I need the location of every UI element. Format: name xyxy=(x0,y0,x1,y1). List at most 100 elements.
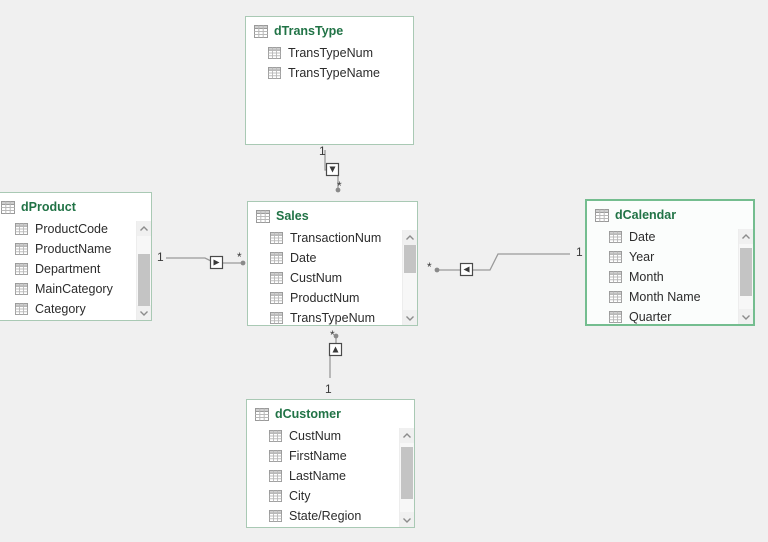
table-grid-icon xyxy=(256,209,270,223)
table-title: dCalendar xyxy=(615,208,677,222)
field-row[interactable]: ProductCode xyxy=(0,219,151,239)
chevron-up-icon[interactable] xyxy=(403,230,417,245)
field-row[interactable]: Date xyxy=(248,248,417,268)
field-label: TransTypeNum xyxy=(288,46,373,60)
scrollbar-track[interactable] xyxy=(400,443,414,512)
field-grid-icon xyxy=(269,510,282,522)
field-label: CustNum xyxy=(289,429,342,443)
field-label: TransTypeNum xyxy=(290,311,375,325)
vertical-scrollbar[interactable] xyxy=(738,229,753,324)
vertical-scrollbar[interactable] xyxy=(399,428,414,527)
cardinality-label-dCustomer-Sales-one: 1 xyxy=(325,382,332,396)
field-row[interactable]: CustNum xyxy=(248,268,417,288)
field-grid-icon xyxy=(270,312,283,324)
field-row[interactable]: MainCategory xyxy=(0,279,151,299)
table-header-dProduct[interactable]: dProduct xyxy=(0,193,151,217)
table-header-Sales[interactable]: Sales xyxy=(248,202,417,226)
table-header-dCustomer[interactable]: dCustomer xyxy=(247,400,414,424)
field-label: ProductNum xyxy=(290,291,360,305)
chevron-up-icon[interactable] xyxy=(137,221,151,236)
vertical-scrollbar[interactable] xyxy=(402,230,417,325)
cardinality-label-dProduct-Sales-one: 1 xyxy=(157,250,164,264)
chevron-up-icon[interactable] xyxy=(739,229,753,244)
chevron-down-icon[interactable] xyxy=(400,512,414,527)
cardinality-label-dCalendar-Sales-one: 1 xyxy=(576,245,583,259)
table-header-dCalendar[interactable]: dCalendar xyxy=(587,201,753,225)
field-grid-icon xyxy=(609,311,622,323)
field-row[interactable]: LastName xyxy=(247,466,414,486)
field-grid-icon xyxy=(15,303,28,315)
scrollbar-thumb[interactable] xyxy=(138,254,150,306)
field-row[interactable]: Department xyxy=(0,259,151,279)
field-row[interactable]: Quarter xyxy=(587,307,753,324)
field-label: Month xyxy=(629,270,664,284)
field-label: TransTypeName xyxy=(288,66,380,80)
field-grid-icon xyxy=(15,223,28,235)
field-row[interactable]: FirstName xyxy=(247,446,414,466)
field-row[interactable]: State/Region xyxy=(247,506,414,526)
scrollbar-track[interactable] xyxy=(739,244,753,309)
field-grid-icon xyxy=(268,67,281,79)
vertical-scrollbar[interactable] xyxy=(136,221,151,320)
endpoint-dot-calendar xyxy=(434,267,440,273)
filter-direction-up-icon xyxy=(328,342,343,357)
field-grid-icon xyxy=(270,272,283,284)
field-grid-icon xyxy=(269,490,282,502)
cardinality-label-dCalendar-Sales-many: * xyxy=(427,260,432,274)
field-label: TransactionNum xyxy=(290,231,382,245)
relationship-line-dcalendar-sales xyxy=(437,253,570,271)
filter-direction-down-icon xyxy=(325,162,340,177)
chevron-down-icon[interactable] xyxy=(137,305,151,320)
field-row[interactable]: CustNum xyxy=(247,426,414,446)
cardinality-label-dTransType-Sales-many: * xyxy=(337,179,342,193)
field-row[interactable]: Month xyxy=(587,267,753,287)
field-grid-icon xyxy=(15,243,28,255)
cardinality-label-dTransType-Sales-one: 1 xyxy=(319,144,326,158)
scrollbar-track[interactable] xyxy=(403,245,417,310)
field-row[interactable]: Category xyxy=(0,299,151,319)
field-row[interactable]: TransTypeNum xyxy=(248,308,417,325)
field-row[interactable]: Month Name xyxy=(587,287,753,307)
field-row[interactable]: TransTypeNum xyxy=(246,43,413,63)
field-label: Month Name xyxy=(629,290,701,304)
field-row[interactable]: ProductName xyxy=(0,239,151,259)
table-header-dTransType[interactable]: dTransType xyxy=(246,17,413,41)
chevron-up-icon[interactable] xyxy=(400,428,414,443)
field-label: State/Region xyxy=(289,509,362,523)
field-row[interactable]: City xyxy=(247,486,414,506)
field-label: Year xyxy=(629,250,655,264)
field-row[interactable]: TransactionNum xyxy=(248,228,417,248)
field-label: Category xyxy=(35,302,86,316)
field-row[interactable]: Year xyxy=(587,247,753,267)
field-row[interactable]: Date xyxy=(587,227,753,247)
field-grid-icon xyxy=(270,292,283,304)
field-label: Department xyxy=(35,262,101,276)
relationship-line-dproduct-sales xyxy=(166,257,243,264)
field-grid-icon xyxy=(609,251,622,263)
field-row[interactable]: TransTypeName xyxy=(246,63,413,83)
scrollbar-track[interactable] xyxy=(137,236,151,306)
table-grid-icon xyxy=(595,208,609,222)
table-title: dCustomer xyxy=(275,407,341,421)
field-row[interactable]: ProductNum xyxy=(248,288,417,308)
chevron-down-icon[interactable] xyxy=(403,310,417,325)
field-label: FirstName xyxy=(289,449,347,463)
scrollbar-thumb[interactable] xyxy=(404,245,416,273)
scrollbar-thumb[interactable] xyxy=(740,248,752,296)
chevron-down-icon[interactable] xyxy=(739,309,753,324)
field-grid-icon xyxy=(609,231,622,243)
table-grid-icon xyxy=(254,24,268,38)
scrollbar-thumb[interactable] xyxy=(401,447,413,499)
field-grid-icon xyxy=(15,283,28,295)
